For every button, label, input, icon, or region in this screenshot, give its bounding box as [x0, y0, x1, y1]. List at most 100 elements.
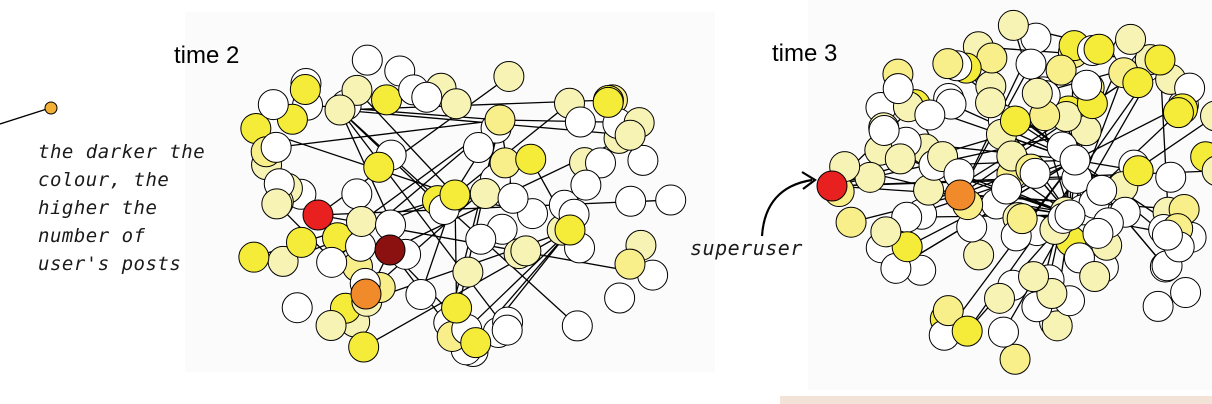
time2-edge	[454, 102, 570, 196]
panel-label-time2: time 2	[174, 42, 240, 69]
time3-node	[1079, 261, 1111, 293]
time2-hub-node	[302, 199, 334, 231]
time3-node	[882, 73, 914, 105]
legend-line-3: higher the	[38, 197, 158, 219]
time2-node	[614, 248, 646, 280]
time3-hub-node	[1144, 44, 1176, 76]
time2-node	[489, 147, 521, 179]
time3-node	[1122, 155, 1154, 187]
time2-hub-node	[484, 104, 516, 136]
time2-hub-node	[374, 234, 406, 266]
time3-node	[884, 143, 916, 175]
time2-node	[345, 205, 377, 237]
time2-node	[441, 292, 473, 324]
time3-node	[835, 206, 867, 238]
legend-note: the darker the colour, the higher the nu…	[38, 138, 205, 278]
time2-node	[614, 119, 646, 151]
time2-node	[510, 235, 542, 267]
time2-node	[592, 86, 624, 118]
time2-node	[561, 310, 593, 342]
time2-node	[363, 151, 395, 183]
time2-node	[585, 147, 617, 179]
time2-edge	[466, 229, 571, 330]
time2-node	[604, 282, 636, 314]
time2-node	[615, 185, 647, 217]
time2-edge	[276, 119, 501, 149]
time3-node	[987, 316, 1019, 348]
time3-node	[868, 114, 900, 146]
time2-hub-node	[350, 278, 382, 310]
time2-hub-node	[554, 214, 586, 246]
legend-line-2: colour, the	[38, 169, 170, 191]
paper-edge	[780, 396, 1212, 404]
legend-marker-edge	[0, 107, 51, 125]
time2-node	[655, 184, 687, 216]
time2-node	[348, 331, 380, 363]
time3-node	[951, 315, 983, 347]
time3-node	[984, 282, 1016, 314]
time2-node	[405, 278, 437, 310]
time3-node	[1115, 23, 1147, 55]
time2-node	[515, 143, 547, 175]
time2-node	[465, 223, 497, 255]
time3-node	[1019, 157, 1051, 189]
superuser-annotation: superuser	[690, 236, 803, 260]
time3-node	[999, 105, 1031, 137]
time3-node	[932, 48, 964, 80]
time2-edge	[317, 199, 671, 216]
time3-node	[1021, 77, 1053, 109]
legend-line-4: number of	[38, 225, 146, 247]
time3-node	[963, 239, 995, 271]
time2-hub-node	[439, 179, 471, 211]
time3-node	[975, 87, 1007, 119]
superuser-arrowhead	[801, 171, 817, 190]
time3-node	[1122, 67, 1154, 99]
time3-hub-node	[1054, 199, 1086, 231]
time3-node	[932, 295, 964, 327]
time3-node	[1170, 277, 1202, 309]
time2-node	[260, 131, 292, 163]
time2-node	[440, 88, 472, 120]
time3-hub-node	[1059, 144, 1091, 176]
time2-node	[452, 256, 484, 288]
time3-node	[891, 231, 923, 263]
time3-node	[1201, 156, 1212, 186]
time3-hub-node	[944, 179, 976, 211]
time3-node	[1155, 161, 1187, 193]
time3-node	[1162, 97, 1194, 129]
time3-node	[1045, 54, 1077, 86]
time2-node	[564, 106, 596, 138]
time2-node	[497, 182, 529, 214]
time3-node	[1018, 261, 1050, 293]
time2-node	[491, 314, 523, 346]
time2-node	[570, 169, 602, 201]
time2-node	[285, 226, 317, 258]
time3-node	[1015, 48, 1047, 80]
time3-node	[914, 99, 946, 131]
time2-node	[257, 89, 289, 121]
time2-node	[316, 246, 348, 278]
time3-node	[1071, 69, 1103, 101]
time3-node	[1082, 217, 1114, 249]
time2-hub-node	[324, 94, 356, 126]
superuser-arrow	[760, 178, 813, 237]
time2-node	[627, 144, 659, 176]
panel-label-time3: time 3	[772, 40, 838, 67]
legend-line-5: user's posts	[38, 253, 182, 275]
time3-node	[1151, 219, 1183, 251]
legend-line-1: the darker the	[38, 141, 206, 163]
time3-node	[1041, 310, 1073, 342]
time3-node	[997, 9, 1029, 41]
legend-marker-node	[44, 101, 58, 115]
time2-node	[469, 178, 501, 210]
time2-node	[289, 74, 321, 106]
time2-node	[341, 178, 373, 210]
time2-node	[261, 188, 293, 220]
time3-node	[991, 173, 1023, 205]
time3-node	[870, 216, 902, 248]
time2-node	[281, 292, 313, 324]
time2-node	[371, 84, 403, 116]
time2-node	[351, 44, 383, 76]
time2-node	[411, 81, 443, 113]
